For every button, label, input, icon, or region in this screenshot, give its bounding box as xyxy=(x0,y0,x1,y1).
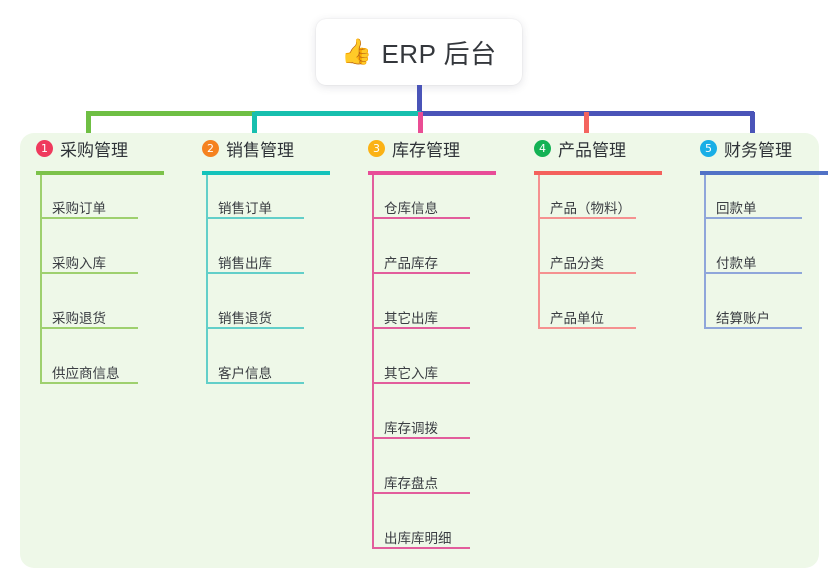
connector-drop-5 xyxy=(750,112,755,142)
leaf-item[interactable]: 付款单 xyxy=(716,256,757,271)
connector-segment-2 xyxy=(255,111,422,116)
leaf-underline xyxy=(704,327,802,329)
leaf-item[interactable]: 产品库存 xyxy=(384,256,438,271)
branch-spine xyxy=(538,175,540,327)
leaf-item[interactable]: 产品分类 xyxy=(550,256,604,271)
leaf-underline xyxy=(206,382,304,384)
leaf-item[interactable]: 库存盘点 xyxy=(384,476,438,491)
branch-header-2[interactable]: 2 销售管理 xyxy=(186,133,351,163)
branch-title: 产品管理 xyxy=(558,140,626,160)
branch-column-4: 4 产品管理产品（物料） 产品分类产品单位 xyxy=(518,133,683,329)
branch-header-rule xyxy=(202,171,330,175)
branch-number-badge: 4 xyxy=(534,139,551,157)
branch-header-rule xyxy=(368,171,496,175)
branch-header-rule xyxy=(534,171,662,175)
leaf-underline xyxy=(372,547,470,549)
root-node-title: ERP 后台 xyxy=(381,38,497,69)
leaf-item[interactable]: 销售订单 xyxy=(218,201,272,216)
leaf-item[interactable]: 产品单位 xyxy=(550,311,604,326)
connector-drop-1 xyxy=(86,112,91,142)
leaf-underline xyxy=(372,437,470,439)
leaf-item[interactable]: 采购入库 xyxy=(52,256,106,271)
branch-column-2: 2 销售管理销售订单销售出库销售退货客户信息 xyxy=(186,133,351,384)
branches-panel: 1 采购管理采购订单采购入库采购退货供应商信息 2 销售管理销售订单销售出库销售退货客… xyxy=(20,133,828,568)
connector-drop-3 xyxy=(418,112,423,142)
leaf-item[interactable]: 销售出库 xyxy=(218,256,272,271)
leaf-underline xyxy=(704,272,802,274)
leaf-item[interactable]: 其它出库 xyxy=(384,311,438,326)
root-node-card[interactable]: 👍 ERP 后台 xyxy=(316,19,522,85)
branch-column-5: 5 财务管理回款单付款单结算账户 xyxy=(684,133,839,329)
leaf-item[interactable]: 出库库明细 xyxy=(384,531,452,546)
leaf-underline xyxy=(206,217,304,219)
branch-title: 财务管理 xyxy=(724,140,792,160)
leaf-item[interactable]: 回款单 xyxy=(716,201,757,216)
branch-header-3[interactable]: 3 库存管理 xyxy=(352,133,517,163)
leaf-underline xyxy=(372,492,470,494)
branch-number-badge: 5 xyxy=(700,139,717,157)
leaf-underline xyxy=(372,272,470,274)
connector-segment-1 xyxy=(86,111,256,116)
branch-title: 采购管理 xyxy=(60,140,128,160)
branch-header-rule xyxy=(700,171,828,175)
leaf-underline xyxy=(538,217,636,219)
leaf-underline xyxy=(206,272,304,274)
leaf-item[interactable]: 供应商信息 xyxy=(52,366,120,381)
branch-header-1[interactable]: 1 采购管理 xyxy=(20,133,185,163)
leaf-underline xyxy=(372,327,470,329)
leaf-underline xyxy=(372,217,470,219)
branch-column-3: 3 库存管理仓库信息产品库存其它出库其它入库库存调拨库存盘点出库库明细 xyxy=(352,133,517,549)
branch-number-badge: 1 xyxy=(36,139,53,157)
connector-stem xyxy=(417,85,422,114)
branch-spine xyxy=(40,175,42,382)
leaf-item[interactable]: 库存调拨 xyxy=(384,421,438,436)
leaf-item[interactable]: 采购订单 xyxy=(52,201,106,216)
leaf-underline xyxy=(40,217,138,219)
leaf-item[interactable]: 销售退货 xyxy=(218,311,272,326)
branch-column-1: 1 采购管理采购订单采购入库采购退货供应商信息 xyxy=(20,133,185,384)
branch-header-4[interactable]: 4 产品管理 xyxy=(518,133,683,163)
leaf-item[interactable]: 产品（物料） xyxy=(550,201,631,216)
branch-spine xyxy=(372,175,374,547)
branch-title: 销售管理 xyxy=(226,140,294,160)
branch-spine xyxy=(704,175,706,327)
leaf-underline xyxy=(538,327,636,329)
leaf-item[interactable]: 其它入库 xyxy=(384,366,438,381)
leaf-item[interactable]: 客户信息 xyxy=(218,366,272,381)
branch-title: 库存管理 xyxy=(392,140,460,160)
leaf-underline xyxy=(40,382,138,384)
leaf-underline xyxy=(372,382,470,384)
leaf-item[interactable]: 仓库信息 xyxy=(384,201,438,216)
connector-drop-2 xyxy=(252,112,257,142)
leaf-underline xyxy=(704,217,802,219)
branch-header-rule xyxy=(36,171,164,175)
connector-drop-4 xyxy=(584,112,589,142)
leaf-underline xyxy=(40,272,138,274)
leaf-item[interactable]: 采购退货 xyxy=(52,311,106,326)
branch-number-badge: 2 xyxy=(202,139,219,157)
branch-spine xyxy=(206,175,208,382)
thumbs-up-icon: 👍 xyxy=(341,37,373,66)
branch-number-badge: 3 xyxy=(368,139,385,157)
leaf-underline xyxy=(206,327,304,329)
leaf-item[interactable]: 结算账户 xyxy=(716,311,770,326)
leaf-underline xyxy=(538,272,636,274)
branch-header-5[interactable]: 5 财务管理 xyxy=(684,133,839,163)
leaf-underline xyxy=(40,327,138,329)
